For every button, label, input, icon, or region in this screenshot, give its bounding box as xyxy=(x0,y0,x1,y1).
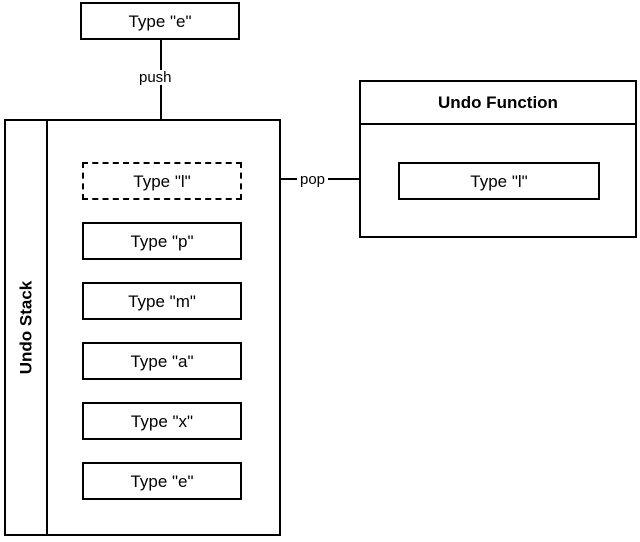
stack-item[interactable]: Type "a" xyxy=(82,342,242,380)
stack-item-top[interactable]: Type "l" xyxy=(82,162,242,200)
undo-stack-title: Undo Stack xyxy=(16,280,36,375)
pop-edge-label: pop xyxy=(297,172,329,187)
stack-item[interactable]: Type "e" xyxy=(82,462,242,500)
undo-function-panel: Undo Function Type "l" xyxy=(359,80,637,238)
undo-stack-label-column: Undo Stack xyxy=(6,121,48,534)
undo-function-body: Type "l" xyxy=(361,125,635,238)
undo-function-result-box[interactable]: Type "l" xyxy=(398,162,600,200)
stack-item[interactable]: Type "m" xyxy=(82,282,242,320)
input-action-box[interactable]: Type "e" xyxy=(80,2,240,40)
push-edge-label: push xyxy=(136,70,175,85)
undo-stack-panel: Undo Stack Type "l" Type "p" Type "m" Ty… xyxy=(4,119,281,536)
undo-function-title: Undo Function xyxy=(361,82,635,125)
stack-item[interactable]: Type "x" xyxy=(82,402,242,440)
stack-item[interactable]: Type "p" xyxy=(82,222,242,260)
